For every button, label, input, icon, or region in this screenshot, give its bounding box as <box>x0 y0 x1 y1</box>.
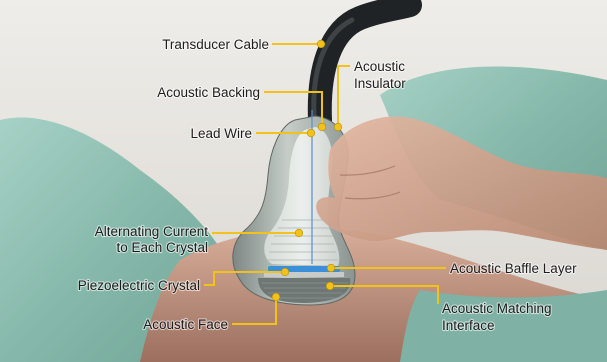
dot-acoustic-insulator <box>334 123 342 131</box>
label-acoustic-insulator-line2: Insulator <box>354 76 406 91</box>
dot-alternating-current <box>295 229 303 237</box>
label-acoustic-baffle-layer: Acoustic Baffle Layer <box>450 261 577 276</box>
label-transducer-cable: Transducer Cable <box>162 37 269 52</box>
dot-acoustic-backing <box>318 123 326 131</box>
dot-transducer-cable <box>317 40 325 48</box>
dot-piezoelectric <box>281 268 289 276</box>
label-acoustic-face: Acoustic Face <box>143 317 228 332</box>
label-acoustic-matching-line2: Interface <box>442 318 495 333</box>
label-acoustic-insulator-line1: Acoustic <box>354 59 405 74</box>
label-acoustic-matching-line1: Acoustic Matching <box>442 301 552 316</box>
dot-acoustic-baffle <box>327 264 335 272</box>
label-alternating-current-line1: Alternating Current <box>95 224 209 239</box>
label-lead-wire: Lead Wire <box>190 126 252 141</box>
dot-acoustic-face <box>272 293 280 301</box>
dot-lead-wire <box>307 129 315 137</box>
label-acoustic-backing: Acoustic Backing <box>157 85 260 100</box>
label-piezoelectric-crystal: Piezoelectric Crystal <box>78 278 200 293</box>
dot-acoustic-matching <box>326 282 334 290</box>
label-alternating-current-line2: to Each Crystal <box>116 240 208 255</box>
